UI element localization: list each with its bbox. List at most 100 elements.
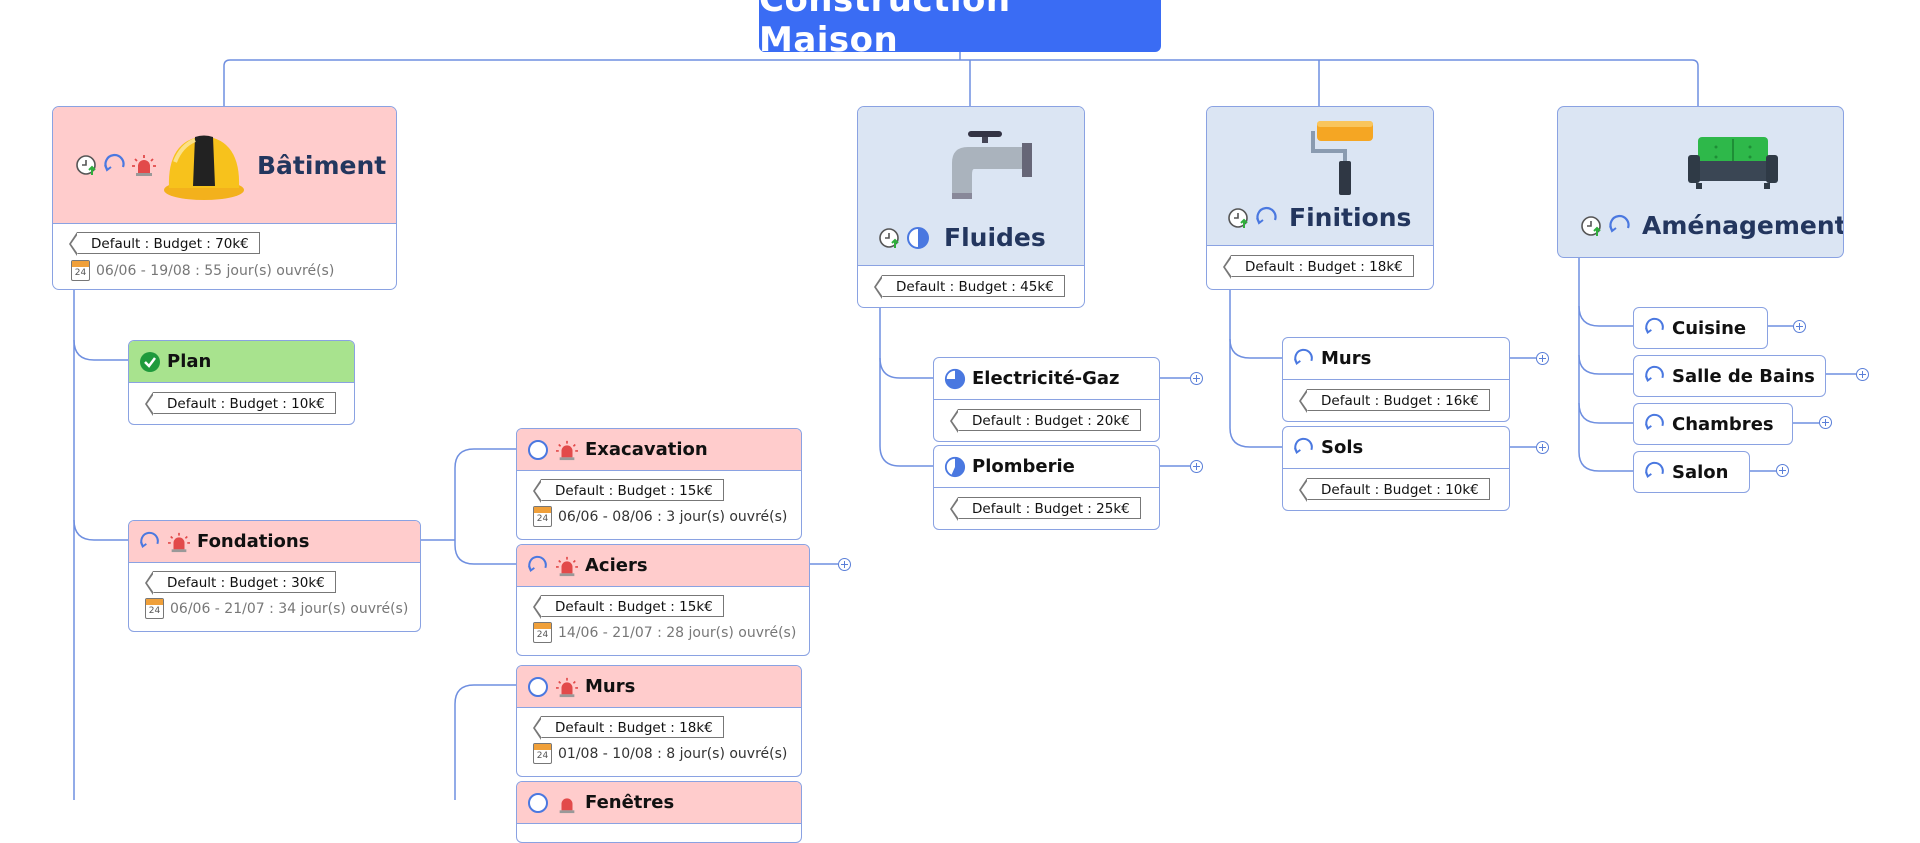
chambres-title: Chambres [1672,413,1774,435]
node-murs-finitions[interactable]: Murs Default : Budget : 16k€ [1282,337,1510,422]
calendar-icon: 24 [533,743,552,764]
hardhat-icon [164,135,244,200]
node-salle-de-bains[interactable]: Salle de Bains [1633,355,1826,397]
clock-arrow-icon [1581,215,1601,236]
expand-sols-plus-icon[interactable] [1536,441,1549,454]
expand-murs-finitions-plus-icon[interactable] [1536,352,1549,365]
sdb-title: Salle de Bains [1672,365,1815,387]
alarm-icon [556,556,578,576]
plomberie-budget: Default : Budget : 25k€ [950,497,1141,521]
plan-budget: Default : Budget : 10k€ [145,392,336,416]
exacavation-budget: Default : Budget : 15k€ [533,479,724,503]
batiment-date-row: 24 06/06 - 19/08 : 55 jour(s) ouvré(s) [53,254,396,281]
node-plan[interactable]: Plan Default : Budget : 10k€ [128,340,355,425]
sofa-icon [1688,137,1778,189]
batiment-date: 06/06 - 19/08 : 55 jour(s) ouvré(s) [96,262,335,279]
exacavation-title: Exacavation [585,439,708,460]
aciers-budget: Default : Budget : 15k€ [533,595,724,619]
clock-arrow-icon [879,227,899,248]
alarm-icon [132,155,156,176]
fondations-date-row: 24 06/06 - 21/07 : 34 jour(s) ouvré(s) [129,593,420,619]
finitions-budget: Default : Budget : 18k€ [1223,255,1414,279]
fondations-budget: Default : Budget : 30k€ [145,571,336,595]
expand-electricite-plus-icon[interactable] [1190,372,1203,385]
expand-plomberie-plus-icon[interactable] [1190,460,1203,473]
plan-title: Plan [167,351,212,372]
refresh-icon [1644,365,1664,383]
expand-chambres-plus-icon[interactable] [1819,416,1832,429]
node-plomberie[interactable]: Plomberie Default : Budget : 25k€ [933,445,1160,530]
expand-aciers-plus-icon[interactable] [838,558,851,571]
electricite-title: Electricité-Gaz [972,368,1120,389]
fenetres-title: Fenêtres [585,792,675,813]
paint-roller-icon [1311,121,1373,195]
expand-salon-plus-icon[interactable] [1776,464,1789,477]
murs-finitions-title: Murs [1321,348,1372,369]
node-cuisine[interactable]: Cuisine [1633,307,1768,349]
node-fluides[interactable]: Fluides Default : Budget : 45k€ [857,106,1085,308]
clock-arrow-icon [76,155,96,175]
refresh-icon [1256,206,1277,225]
murs-finitions-budget: Default : Budget : 16k€ [1299,389,1490,413]
aciers-date: 14/06 - 21/07 : 28 jour(s) ouvré(s) [558,624,797,641]
refresh-icon [1293,348,1313,365]
faucet-icon [952,131,1032,199]
expand-cuisine-plus-icon[interactable] [1793,320,1806,333]
murs-batiment-date-row: 24 01/08 - 10/08 : 8 jour(s) ouvré(s) [517,738,801,764]
node-murs-batiment[interactable]: Murs Default : Budget : 18k€ 24 01/08 - … [516,665,802,777]
amenagement-title: Aménagement [1642,211,1844,240]
refresh-icon [1644,461,1664,479]
calendar-icon: 24 [533,506,552,527]
node-aciers[interactable]: Aciers Default : Budget : 15k€ 24 14/06 … [516,544,810,656]
refresh-icon [139,531,159,548]
node-amenagement[interactable]: Aménagement [1557,106,1844,258]
node-batiment[interactable]: Bâtiment Default : Budget : 70k€ 24 06/0… [52,106,397,290]
aciers-title: Aciers [585,555,648,576]
root-title: Construction Maison [759,0,1011,60]
plomberie-title: Plomberie [972,456,1075,477]
alarm-icon [556,440,578,460]
clock-arrow-icon [1228,207,1248,228]
node-fenetres[interactable]: Fenêtres [516,781,802,843]
calendar-icon: 24 [145,598,164,619]
pie-progress-icon [944,456,966,477]
empty-circle-icon [528,792,548,813]
batiment-title: Bâtiment [257,150,387,180]
refresh-icon [104,153,125,172]
refresh-icon [1644,413,1664,431]
expand-sdb-plus-icon[interactable] [1856,368,1869,381]
calendar-icon: 24 [71,260,90,281]
node-electricite-gaz[interactable]: Electricité-Gaz Default : Budget : 20k€ [933,357,1160,442]
exacavation-date-row: 24 06/06 - 08/06 : 3 jour(s) ouvré(s) [517,501,801,527]
fluides-budget: Default : Budget : 45k€ [874,275,1065,299]
node-finitions[interactable]: Finitions Default : Budget : 18k€ [1206,106,1434,290]
murs-batiment-title: Murs [585,676,636,697]
refresh-icon [1293,437,1313,454]
alarm-icon [559,797,575,813]
node-chambres[interactable]: Chambres [1633,403,1793,445]
refresh-icon [527,555,547,572]
pie-progress-icon [944,368,966,389]
node-salon[interactable]: Salon [1633,451,1750,493]
fluides-title: Fluides [944,223,1046,252]
batiment-budget: Default : Budget : 70k€ [69,232,260,256]
check-icon [140,351,160,372]
pie-progress-icon [907,226,929,249]
alarm-icon [556,677,578,697]
aciers-date-row: 24 14/06 - 21/07 : 28 jour(s) ouvré(s) [517,617,809,643]
cuisine-title: Cuisine [1672,317,1747,339]
sols-budget: Default : Budget : 10k€ [1299,478,1490,502]
finitions-title: Finitions [1289,203,1412,232]
connector-lines [73,52,1856,800]
fondations-title: Fondations [197,531,310,552]
node-fondations[interactable]: Fondations Default : Budget : 30k€ 24 06… [128,520,421,632]
electricite-budget: Default : Budget : 20k€ [950,409,1141,433]
node-sols[interactable]: Sols Default : Budget : 10k€ [1282,426,1510,511]
fondations-date: 06/06 - 21/07 : 34 jour(s) ouvré(s) [170,600,409,617]
root-node[interactable]: Construction Maison [759,0,1161,60]
refresh-icon [1609,214,1630,233]
node-exacavation[interactable]: Exacavation Default : Budget : 15k€ 24 0… [516,428,802,540]
murs-batiment-date: 01/08 - 10/08 : 8 jour(s) ouvré(s) [558,745,788,762]
exacavation-date: 06/06 - 08/06 : 3 jour(s) ouvré(s) [558,508,788,525]
empty-circle-icon [528,676,548,697]
